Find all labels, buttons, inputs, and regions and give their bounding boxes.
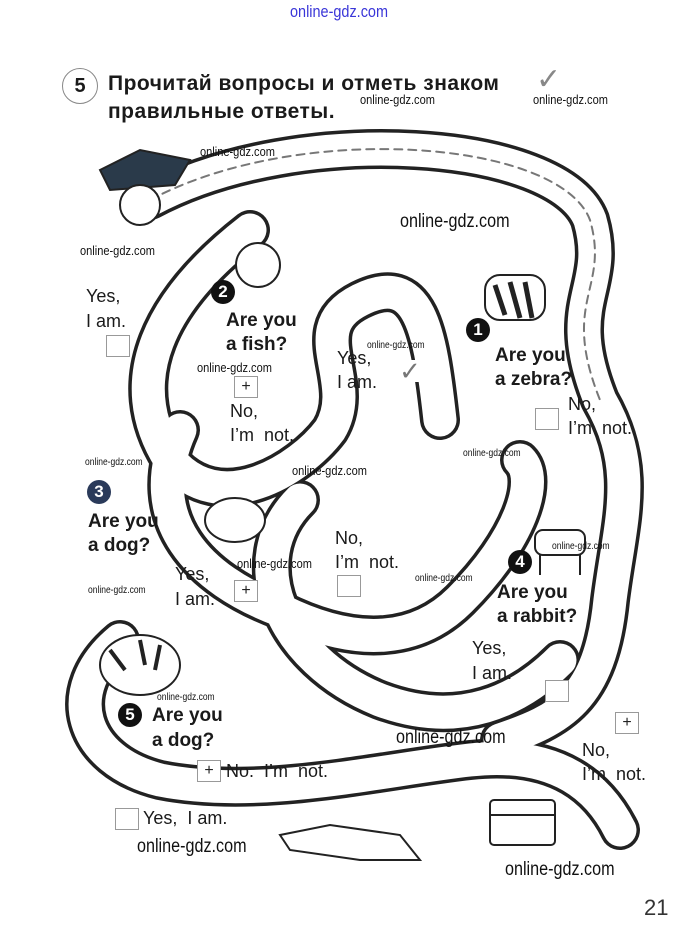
q3-answer-yes-line1: Yes, [175,564,210,584]
question-4-line2: a rabbit? [497,606,578,627]
q2-no-checkbox[interactable]: + [234,376,258,398]
exercise-number-badge: 5 [62,68,98,104]
q1-yes-checkbox[interactable]: ✓ [398,356,422,386]
q1-answer-yes-line2: I am. [337,372,378,392]
question-2-number: 2 [211,280,235,304]
page-number: 21 [644,895,669,920]
exercise-title-line1: Прочитай вопросы и отметь знаком [108,72,500,95]
q4-no-checkbox[interactable]: + [615,712,639,734]
q1-answer-no-line1: No, [568,394,597,414]
q2-answer-no-line2: I’m not. [230,425,295,445]
watermark: online-gdz.com [290,2,388,21]
q5-answer-no: No. I’m not. [226,761,329,781]
watermark: online-gdz.com [237,556,312,571]
watermark: online-gdz.com [505,859,615,880]
watermark: online-gdz.com [137,836,247,857]
q4-answer-yes-line1: Yes, [472,638,507,658]
question-4-line1: Are you [497,582,568,603]
pirate-illustration [98,148,192,226]
watermark: online-gdz.com [367,340,425,351]
question-1-number: 1 [466,318,490,342]
question-1-line2: a zebra? [495,369,573,390]
question-2-line2: a fish? [226,334,288,355]
question-5-line2: a dog? [152,730,215,751]
watermark: online-gdz.com [197,360,272,375]
watermark: online-gdz.com [157,692,215,703]
question-3-line1: Are you [88,511,159,532]
watermark: online-gdz.com [200,144,275,159]
watermark: online-gdz.com [533,92,608,107]
q1-answer-yes-line1: Yes, [337,348,372,368]
question-3-line2: a dog? [88,535,151,556]
q3-answer-yes-line2: I am. [175,589,216,609]
watermark: online-gdz.com [552,541,610,552]
q3-answer-no-line2: I’m not. [335,552,400,572]
q3-no-checkbox[interactable] [337,575,361,597]
q5-yes-checkbox[interactable] [115,808,139,830]
q2-answer-yes-line1: Yes, [86,286,121,306]
q4-answer-no-line1: No, [582,740,611,760]
q5-no-checkbox[interactable]: + [197,760,221,782]
watermark: online-gdz.com [396,727,506,748]
question-2-line1: Are you [226,310,297,331]
q4-answer-no-line2: I’m not. [582,764,647,784]
q3-yes-checkbox[interactable]: + [234,580,258,602]
question-1-line1: Are you [495,345,566,366]
q2-yes-checkbox[interactable] [106,335,130,357]
question-5-number: 5 [118,703,142,727]
watermark: online-gdz.com [463,448,521,459]
question-5-line1: Are you [152,705,223,726]
q1-no-checkbox[interactable] [535,408,559,430]
q1-answer-no-line2: I’m not. [568,418,633,438]
exercise-number: 5 [74,75,86,97]
treasure-chest-illustration [489,799,556,846]
lion-illustration [235,242,281,288]
watermark: online-gdz.com [85,457,143,468]
q2-answer-no-line1: No, [230,401,259,421]
watermark: online-gdz.com [292,463,367,478]
q3-answer-no-line1: No, [335,528,364,548]
dog-illustration [204,497,266,543]
question-3-number: 3 [87,480,111,504]
crocodile-illustration [278,823,423,861]
tiger-illustration [99,634,181,696]
checkmark-icon: ✓ [536,63,562,96]
watermark: online-gdz.com [88,585,146,596]
q2-answer-yes-line2: I am. [86,311,127,331]
watermark: online-gdz.com [360,92,435,107]
zebra-illustration [484,274,546,321]
question-4-number: 4 [508,550,532,574]
q4-answer-yes-line2: I am. [472,663,513,683]
watermark: online-gdz.com [415,573,473,584]
q5-answer-yes: Yes, I am. [143,808,228,828]
exercise-title-line2: правильные ответы. [108,100,336,123]
watermark: online-gdz.com [400,211,510,232]
goat-illustration [534,529,586,575]
q4-yes-checkbox[interactable] [545,680,569,702]
watermark: online-gdz.com [80,243,155,258]
